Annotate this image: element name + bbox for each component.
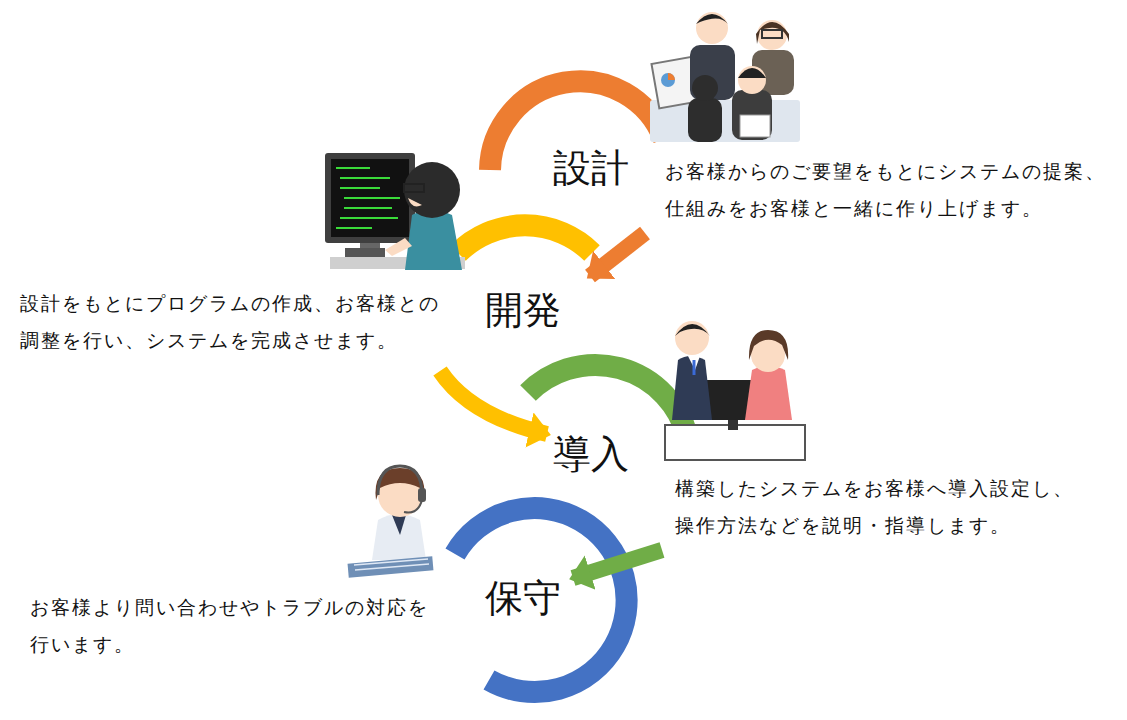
stage-title: 開発	[485, 288, 561, 332]
flow-arrow	[573, 550, 662, 578]
stage-title: 設計	[553, 146, 629, 190]
stage-title: 保守	[485, 576, 561, 620]
flow-arrow	[440, 371, 547, 434]
maintain-arc	[455, 508, 627, 692]
support-illustration	[665, 321, 805, 460]
stage-description: 構築したシステムをお客様へ導入設定し、 操作方法などを説明・指導します。	[675, 470, 1087, 544]
develop-arc	[458, 225, 592, 253]
stage-node: 保守お客様より問い合わせやトラブルの対応を 行います。	[30, 576, 565, 665]
programmer-illustration	[325, 153, 465, 270]
stage-node: 開発設計をもとにプログラムの作成、お客様との 調整を行い、システムを完成させます…	[20, 280, 565, 361]
stage-title: 導入	[553, 432, 629, 476]
operator-illustration	[348, 466, 434, 578]
flow-arrow	[590, 233, 645, 276]
install-arc	[528, 365, 687, 435]
arc-group	[455, 81, 687, 692]
meeting-illustration	[650, 12, 800, 142]
stage-node: 導入構築したシステムをお客様へ導入設定し、 操作方法などを説明・指導します。	[553, 430, 1091, 546]
stage-description: お客様より問い合わせやトラブルの対応を 行います。	[30, 589, 442, 663]
stage-description: 設計をもとにプログラムの作成、お客様との 調整を行い、システムを完成させます。	[20, 285, 452, 359]
stage-node: 設計お客様からのご要望をもとにシステムの提案、 仕組みをお客様と一緒に作り上げま…	[553, 143, 1121, 229]
stage-description: お客様からのご要望をもとにシステムの提案、 仕組みをお客様と一緒に作り上げます。	[665, 153, 1117, 227]
